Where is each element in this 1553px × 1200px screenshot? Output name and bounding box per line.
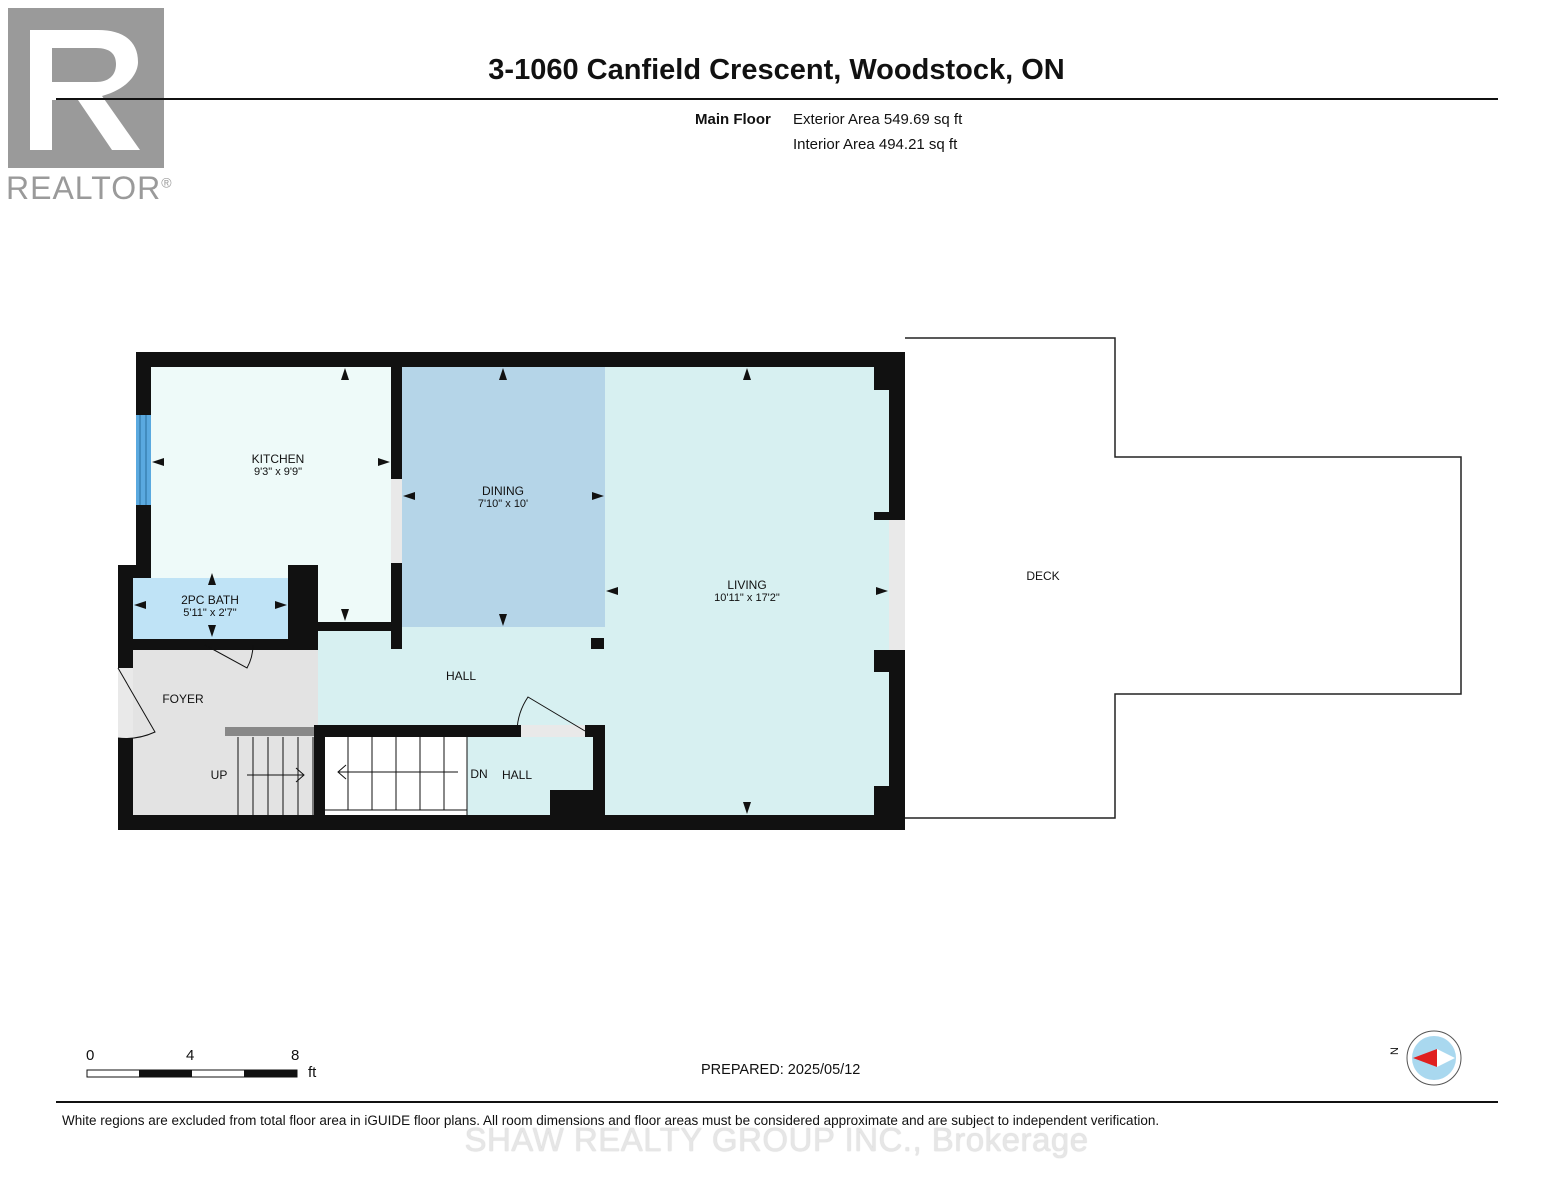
stairs-up	[237, 737, 314, 815]
door-swing	[117, 667, 156, 739]
wall	[318, 622, 398, 631]
stairs-down-label: DN	[470, 767, 488, 781]
prepared-date: PREPARED: 2025/05/12	[701, 1062, 861, 1078]
realtor-logo-mark	[8, 8, 164, 168]
scale-label-0: 0	[86, 1047, 95, 1064]
scale-bar	[86, 1069, 298, 1078]
kitchen-dims: 9'3" x 9'9"	[253, 466, 303, 478]
bath-name: 2PC BATH	[181, 593, 239, 607]
door-opening	[118, 668, 133, 738]
interior-area: Interior Area 494.21 sq ft	[793, 136, 958, 153]
brokerage-watermark: SHAW REALTY GROUP INC., Brokerage	[464, 1121, 1089, 1158]
wall	[288, 565, 318, 640]
foyer-label: FOYER	[162, 692, 204, 706]
wall	[391, 367, 402, 479]
floor-plan	[117, 337, 1462, 830]
bath-label: 2PC BATH 5'11" x 2'7"	[181, 594, 239, 620]
wall	[314, 737, 325, 815]
wall	[314, 725, 521, 737]
exterior-area: Exterior Area 549.69 sq ft	[793, 111, 963, 128]
title-rule	[56, 98, 1498, 100]
stair-rail	[225, 727, 314, 736]
scale-label-8: 8	[291, 1047, 300, 1064]
door-opening	[889, 520, 905, 650]
living-name: LIVING	[727, 578, 767, 592]
living-dims: 10'11" x 17'2"	[714, 592, 780, 604]
scale-unit: ft	[308, 1064, 317, 1081]
compass-icon	[1406, 1030, 1462, 1086]
door-opening	[521, 725, 585, 737]
window	[136, 415, 151, 505]
disclaimer-text: White regions are excluded from total fl…	[62, 1113, 1160, 1128]
page-title: 3-1060 Canfield Crescent, Woodstock, ON	[488, 54, 1065, 86]
dining-label: DINING 7'10" x 10'	[478, 485, 528, 511]
hall-floor	[318, 627, 605, 725]
hall-main-label: HALL	[445, 669, 477, 683]
dining-floor	[402, 367, 605, 627]
stairs-up-label: UP	[210, 768, 228, 782]
footer-rule	[56, 1101, 1498, 1103]
wall	[391, 563, 402, 649]
kitchen-name: KITCHEN	[251, 452, 305, 466]
realtor-logo: REALTOR®	[0, 0, 190, 215]
dimension-arrows	[134, 368, 888, 814]
door-opening	[391, 479, 402, 563]
realtor-logo-text: REALTOR®	[6, 170, 173, 206]
living-label: LIVING 10'11" x 17'2"	[714, 579, 780, 605]
bath-dims: 5'11" x 2'7"	[183, 607, 237, 619]
kitchen-label: KITCHEN 9'3" x 9'9"	[252, 453, 305, 479]
door-swing	[204, 644, 254, 669]
scale-label-4: 4	[186, 1047, 195, 1064]
column	[591, 638, 604, 649]
stairs-down	[325, 737, 468, 815]
wall	[550, 790, 600, 815]
door-swing	[516, 696, 586, 732]
deck-outline	[905, 337, 1462, 819]
dining-dims: 7'10" x 10'	[477, 498, 529, 510]
dining-name: DINING	[482, 484, 524, 498]
deck-label: DECK	[1026, 569, 1060, 583]
wall	[118, 639, 318, 650]
hall-lower-label: HALL	[501, 768, 533, 782]
living-floor	[605, 367, 889, 815]
floor-name: Main Floor	[695, 111, 771, 128]
compass-north-label: N	[1388, 1047, 1401, 1055]
